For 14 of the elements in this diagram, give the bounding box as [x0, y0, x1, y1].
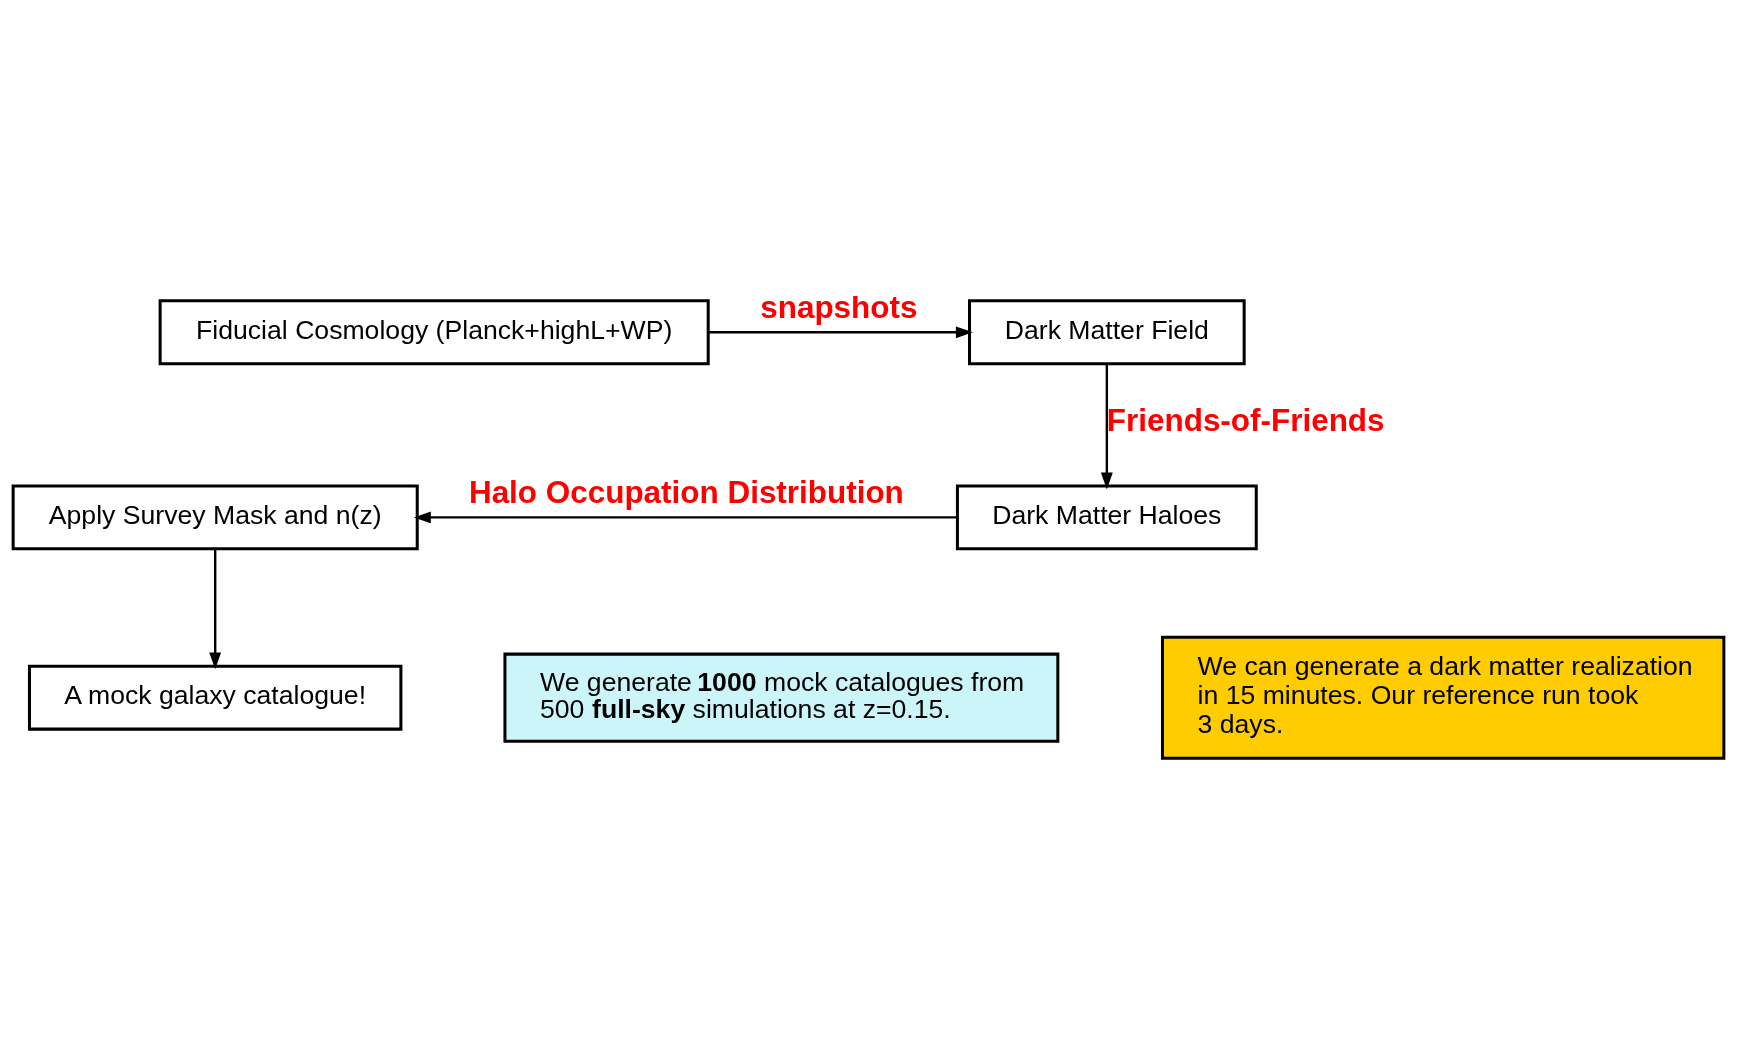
node-box: A mock galaxy catalogue!: [27, 664, 403, 731]
node-box: We generate 1000 mock catalogues from 500 full-sky simulations at z=0.15.: [503, 652, 1060, 743]
arrow: [413, 510, 958, 523]
node-box: Fiducial Cosmology (Planck+highL+WP): [158, 298, 710, 365]
node-box: Dark Matter Field: [968, 298, 1246, 365]
node-box: Apply Survey Mask and n(z): [11, 483, 419, 550]
edge-label: Friends-of-Friends: [1106, 402, 1385, 438]
edge-label: snapshots: [760, 289, 918, 325]
node-box: Dark Matter Haloes: [955, 483, 1258, 550]
arrow: [209, 548, 222, 669]
node-box: We can generate a dark matter realization in 15 minutes. Our reference run took 3 days.: [1161, 635, 1726, 760]
edge-label: Halo Occupation Distribution: [468, 474, 904, 510]
arrow: [1100, 363, 1113, 489]
arrow: [708, 325, 973, 338]
